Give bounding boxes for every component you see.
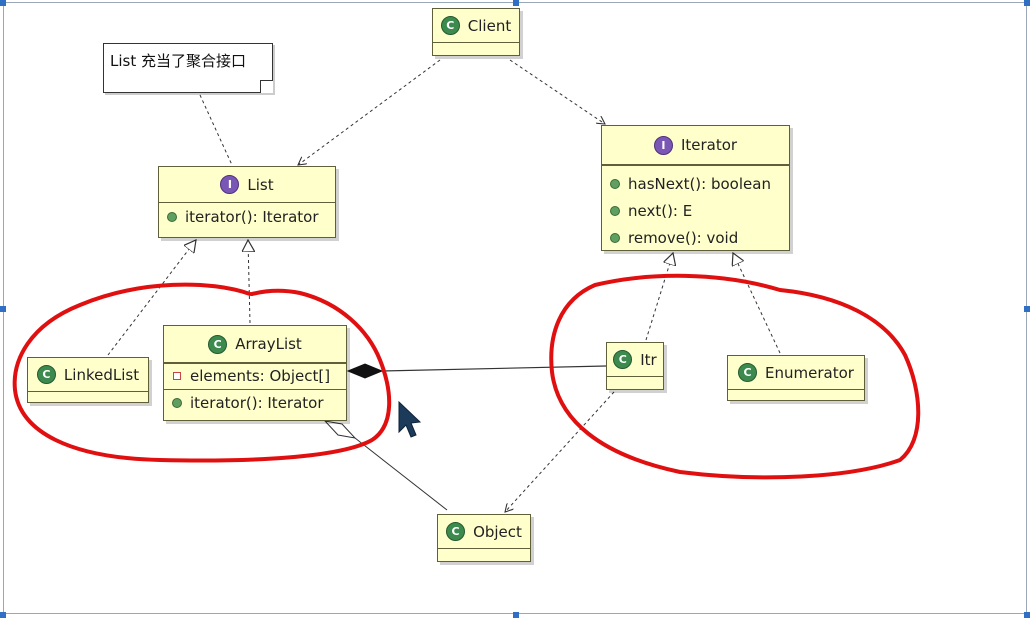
note-anchor-line <box>199 94 233 166</box>
class-enumerator-name: Enumerator <box>765 363 854 382</box>
aggregation-object-arraylist-line <box>354 437 448 511</box>
interface-icon: I <box>220 175 240 194</box>
method-row[interactable]: remove(): void <box>602 224 789 251</box>
interface-list-header: I List <box>159 167 335 203</box>
method-signature: next(): E <box>628 201 693 220</box>
resize-handle-bottom-left[interactable] <box>0 612 6 618</box>
class-arraylist-methods: iterator(): Iterator <box>164 390 346 414</box>
resize-handle-bottom-right[interactable] <box>1024 612 1030 618</box>
resize-handle-top[interactable] <box>513 0 519 6</box>
interface-icon: I <box>653 135 673 155</box>
realization-linkedlist-list <box>107 240 196 356</box>
dependency-client-iterator <box>509 59 605 124</box>
interface-list-methods: iterator(): Iterator <box>159 203 335 228</box>
class-icon: C <box>440 16 460 35</box>
realization-itr-iterator <box>645 253 673 341</box>
class-enumerator-compartments <box>728 389 864 396</box>
public-method-icon <box>610 178 620 189</box>
private-field-icon <box>173 372 181 380</box>
composition-itr-arraylist-line <box>381 365 607 372</box>
interface-iterator-methods: hasNext(): boolean next(): E remove(): v… <box>602 166 789 251</box>
interface-iterator[interactable]: I Iterator hasNext(): boolean next(): E … <box>601 125 790 251</box>
class-icon: C <box>208 334 228 354</box>
interface-iterator-header: I Iterator <box>602 126 789 166</box>
composition-diamond <box>346 363 384 379</box>
method-row[interactable]: iterator(): Iterator <box>159 206 335 228</box>
class-object-name: Object <box>473 522 522 541</box>
class-itr-compartments <box>607 376 663 383</box>
method-signature: remove(): void <box>628 228 739 247</box>
interface-list[interactable]: I List iterator(): Iterator <box>158 166 336 238</box>
resize-handle-left[interactable] <box>0 306 6 312</box>
class-itr[interactable]: C Itr <box>606 342 664 390</box>
class-icon: C <box>36 365 56 384</box>
field-row[interactable]: elements: Object[] <box>164 365 346 387</box>
class-object-header: C Object <box>438 515 530 548</box>
method-row[interactable]: hasNext(): boolean <box>602 170 789 197</box>
class-linkedlist[interactable]: C LinkedList <box>27 357 149 403</box>
interface-iterator-name: Iterator <box>680 136 738 154</box>
class-icon: C <box>613 350 633 369</box>
class-icon: C <box>738 363 758 382</box>
class-client-name: Client <box>467 16 512 35</box>
note-fold-corner <box>260 80 273 93</box>
class-client-compartments <box>433 42 519 49</box>
aggregation-diamond <box>323 420 357 439</box>
note-text: List 充当了聚合接口 <box>110 52 246 70</box>
public-method-icon <box>610 232 620 243</box>
class-client-header: C Client <box>433 9 519 42</box>
field-signature: elements: Object[] <box>190 367 331 385</box>
resize-handle-top-left[interactable] <box>0 0 6 6</box>
realization-enumerator-iterator <box>733 253 781 354</box>
resize-handle-bottom[interactable] <box>513 612 519 618</box>
note-aggregate-interface[interactable]: List 充当了聚合接口 <box>103 43 273 93</box>
class-enumerator-header: C Enumerator <box>728 356 864 389</box>
class-linkedlist-header: C LinkedList <box>28 358 148 391</box>
class-object[interactable]: C Object <box>437 514 531 562</box>
cursor-arrow-icon <box>398 400 422 438</box>
dependency-client-list <box>298 59 441 165</box>
method-row[interactable]: iterator(): Iterator <box>164 392 346 414</box>
public-method-icon <box>610 205 620 216</box>
class-linkedlist-compartments <box>28 391 148 398</box>
class-enumerator[interactable]: C Enumerator <box>727 355 865 401</box>
class-itr-header: C Itr <box>607 343 663 376</box>
method-signature: hasNext(): boolean <box>628 174 771 193</box>
public-method-icon <box>172 398 182 408</box>
resize-handle-right[interactable] <box>1024 306 1030 312</box>
resize-handle-top-right[interactable] <box>1024 0 1030 6</box>
annotation-loop-left <box>12 282 392 463</box>
class-object-compartments <box>438 548 530 555</box>
class-arraylist-header: C ArrayList <box>164 326 346 364</box>
public-method-icon <box>167 212 177 222</box>
class-linkedlist-name: LinkedList <box>63 365 140 384</box>
method-signature: iterator(): Iterator <box>190 394 324 412</box>
class-itr-name: Itr <box>640 350 657 369</box>
interface-list-name: List <box>247 175 274 194</box>
method-row[interactable]: next(): E <box>602 197 789 224</box>
class-arraylist-fields: elements: Object[] <box>164 364 346 390</box>
method-signature: iterator(): Iterator <box>185 208 319 226</box>
annotation-loop-right <box>549 273 921 480</box>
dependency-itr-object <box>505 391 615 512</box>
class-arraylist-name: ArrayList <box>235 335 302 353</box>
class-client[interactable]: C Client <box>432 8 520 56</box>
class-arraylist[interactable]: C ArrayList elements: Object[] iterator(… <box>163 325 347 421</box>
realization-arraylist-list <box>248 240 250 324</box>
class-icon: C <box>446 522 466 541</box>
